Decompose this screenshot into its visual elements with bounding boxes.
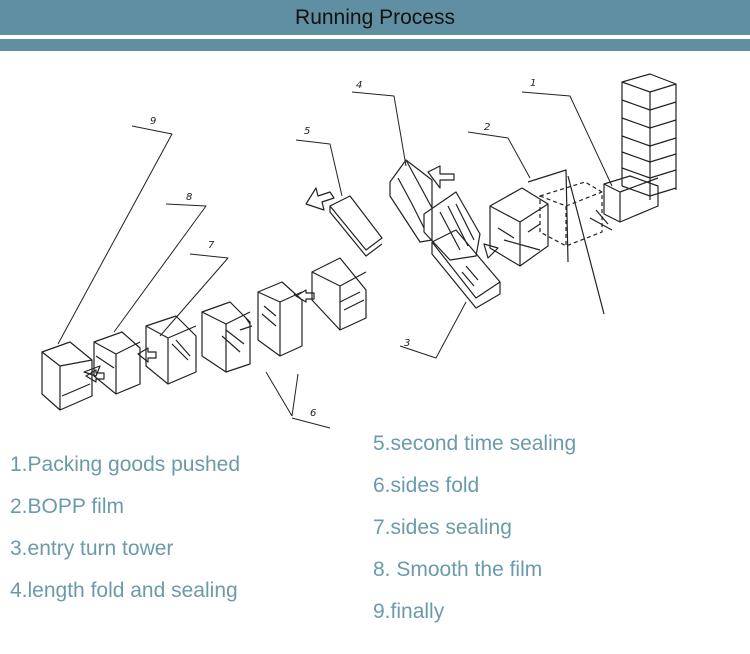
sides-fold-drawing [201,257,367,373]
callout-2: 2 [484,122,490,133]
callout-7: 7 [208,240,215,251]
bopp-film-drawing [489,187,549,267]
second-sealing-drawing [305,187,383,257]
length-fold-drawing [389,159,481,261]
step-1: 1.Packing goods pushed [10,453,241,476]
callout-9: 9 [150,116,156,127]
callout-6: 6 [310,408,316,419]
final-package-drawing [41,341,101,411]
header-bar [0,0,750,35]
goods-stack-drawing [603,73,677,223]
step-7: 7.sides sealing [373,516,512,539]
step-5: 5.second time sealing [373,432,577,455]
header-divider [0,39,750,51]
callout-leaders [57,91,613,429]
callout-4: 4 [356,80,362,91]
smooth-film-drawing [93,331,141,395]
flow-arrows [85,289,315,383]
steps-list-left: 1.Packing goods pushed 2.BOPP film 3.ent… [10,444,240,612]
step-6: 6.sides fold [373,474,480,497]
pusher-drawing [527,169,613,315]
page-title: Running Process [295,6,455,29]
step-4: 4.length fold and sealing [10,579,238,602]
callout-3: 3 [404,338,410,349]
callout-1: 1 [530,78,536,89]
callout-8: 8 [186,192,192,203]
step-8: 8. Smooth the film [373,558,543,581]
steps-list-right: 5.second time sealing 6.sides fold 7.sid… [373,423,576,633]
process-diagram: 1 2 3 4 5 6 7 8 9 [41,73,677,429]
turn-tower-drawing [431,229,501,309]
step-2: 2.BOPP film [10,495,124,518]
callout-5: 5 [304,126,310,137]
sides-sealing-drawing [137,315,197,385]
step-3: 3.entry turn tower [10,537,174,560]
step-9: 9.finally [373,600,445,623]
